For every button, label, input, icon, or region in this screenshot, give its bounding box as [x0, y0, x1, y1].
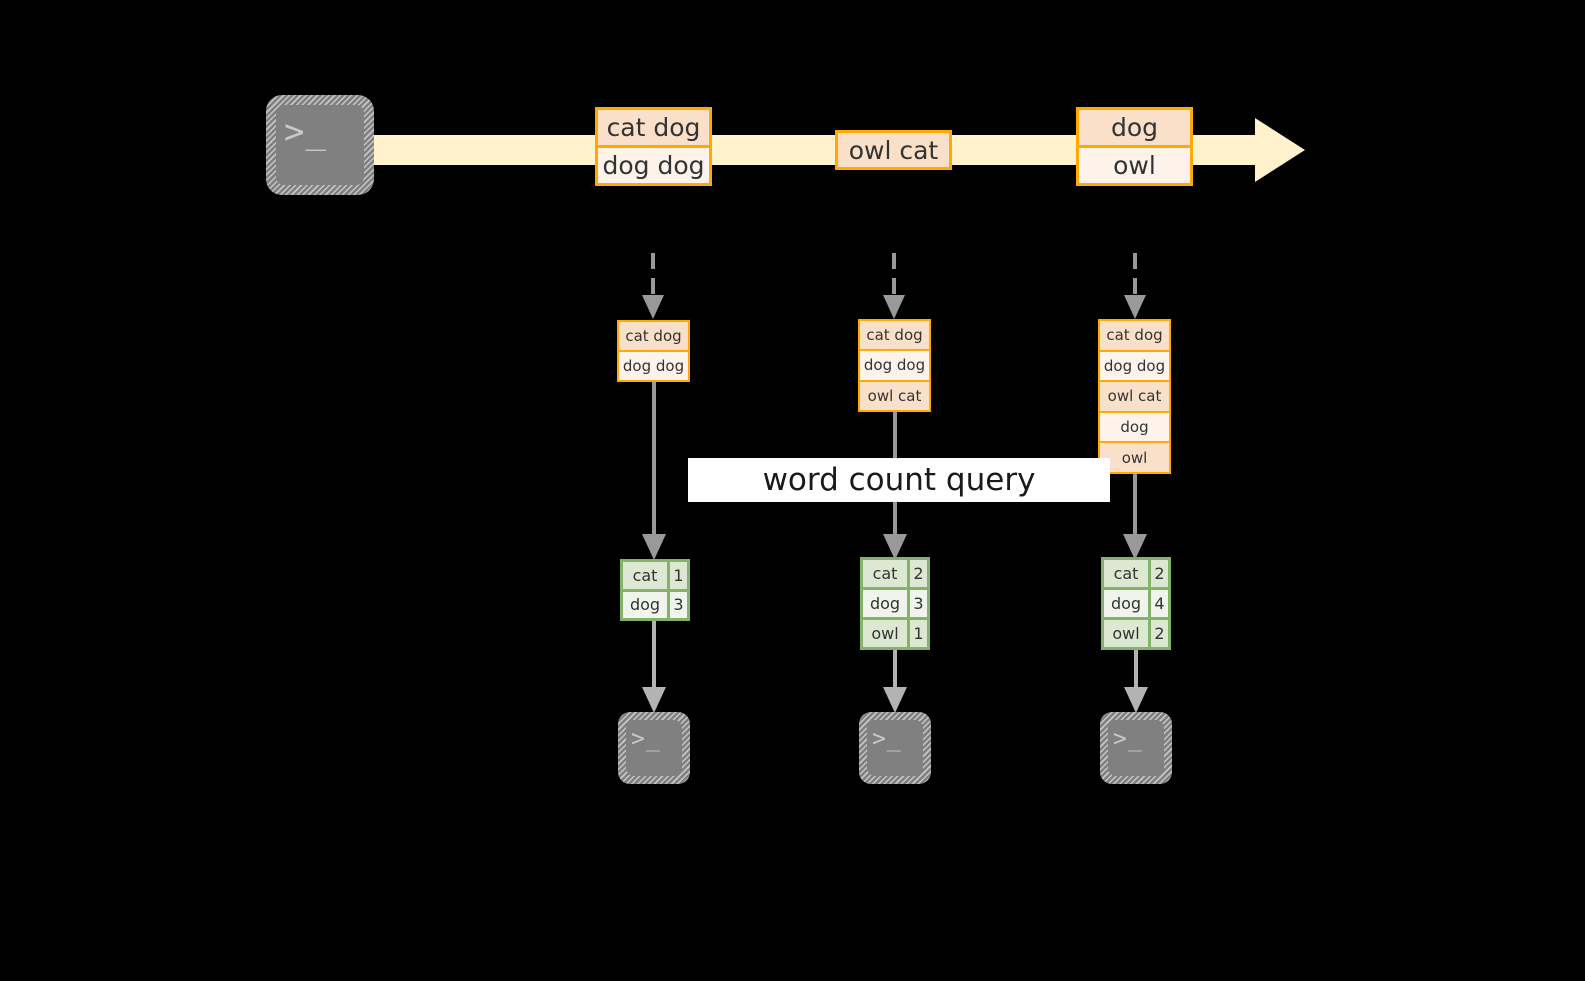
- result-count: 3: [907, 590, 927, 617]
- result-word: dog: [1104, 590, 1148, 617]
- result-word: owl: [863, 620, 907, 647]
- dashed-arrow-snapshot-3: [1124, 253, 1146, 319]
- result-table-2: cat 2 dog 3 owl 1: [860, 557, 930, 650]
- result-word: dog: [623, 591, 667, 618]
- sink-arrow-2: [883, 650, 907, 713]
- table-row: dog 3: [623, 588, 687, 618]
- sink-terminal-icon-3: >_: [1100, 712, 1172, 784]
- sink-arrow-3: [1124, 650, 1148, 713]
- result-table-1: cat 1 dog 3: [620, 559, 690, 621]
- result-count: 3: [667, 591, 687, 618]
- stream-record-3: dog owl: [1076, 107, 1193, 186]
- stream-record-line: owl cat: [838, 133, 949, 167]
- result-word: cat: [863, 560, 907, 587]
- table-row: dog 4: [1104, 587, 1168, 617]
- result-table-3: cat 2 dog 4 owl 2: [1101, 557, 1171, 650]
- dashed-arrow-snapshot-1: [642, 253, 664, 319]
- snapshot-line: dog: [1100, 410, 1169, 442]
- stream-record-2: owl cat: [835, 130, 952, 170]
- terminal-screen: [626, 720, 682, 776]
- result-count: 2: [1148, 620, 1168, 647]
- snapshot-line: owl cat: [860, 379, 929, 410]
- terminal-screen: [1108, 720, 1164, 776]
- snapshot-line: dog dog: [860, 349, 929, 380]
- table-row: cat 2: [863, 560, 927, 587]
- terminal-prompt: >_: [284, 112, 327, 152]
- stream-record-line: cat dog: [598, 110, 709, 145]
- snapshot-line: owl cat: [1100, 380, 1169, 411]
- result-count: 1: [667, 562, 687, 589]
- query-label-band: word count query: [688, 458, 1110, 502]
- terminal-screen: [867, 720, 923, 776]
- table-row: dog 3: [863, 587, 927, 617]
- result-word: dog: [863, 590, 907, 617]
- result-word: cat: [623, 562, 667, 589]
- result-word: cat: [1104, 560, 1148, 587]
- query-arrow-1: [642, 382, 666, 560]
- table-row: cat 2: [1104, 560, 1168, 587]
- stream-record-line: owl: [1079, 145, 1190, 183]
- stream-record-line: dog: [1079, 110, 1190, 145]
- snapshot-2-input: cat dog dog dog owl cat: [858, 319, 931, 412]
- table-row: owl 2: [1104, 617, 1168, 647]
- query-label: word count query: [762, 462, 1036, 498]
- table-row: owl 1: [863, 617, 927, 647]
- source-terminal-icon: >_: [266, 95, 374, 195]
- terminal-prompt: >_: [872, 726, 902, 752]
- snapshot-3-input: cat dog dog dog owl cat dog owl: [1098, 319, 1171, 474]
- stream-record-line: dog dog: [598, 145, 709, 183]
- snapshot-line: cat dog: [1100, 321, 1169, 350]
- sink-terminal-icon-2: >_: [859, 712, 931, 784]
- sink-arrow-1: [642, 621, 666, 713]
- terminal-prompt: >_: [631, 726, 661, 752]
- terminal-screen: [276, 105, 364, 185]
- result-count: 2: [1148, 560, 1168, 587]
- snapshot-line: cat dog: [619, 322, 688, 350]
- snapshot-line: dog dog: [619, 350, 688, 380]
- snapshot-line: dog dog: [1100, 349, 1169, 381]
- query-arrow-3: [1123, 474, 1147, 560]
- snapshot-line: cat dog: [860, 321, 929, 350]
- sink-terminal-icon-1: >_: [618, 712, 690, 784]
- stream-record-1: cat dog dog dog: [595, 107, 712, 186]
- snapshot-1-input: cat dog dog dog: [617, 320, 690, 382]
- result-count: 2: [907, 560, 927, 587]
- result-word: owl: [1104, 620, 1148, 647]
- dashed-arrow-snapshot-2: [883, 253, 905, 319]
- result-count: 1: [907, 620, 927, 647]
- result-count: 4: [1148, 590, 1168, 617]
- terminal-prompt: >_: [1113, 726, 1143, 752]
- table-row: cat 1: [623, 562, 687, 589]
- snapshot-line: owl: [1100, 441, 1169, 472]
